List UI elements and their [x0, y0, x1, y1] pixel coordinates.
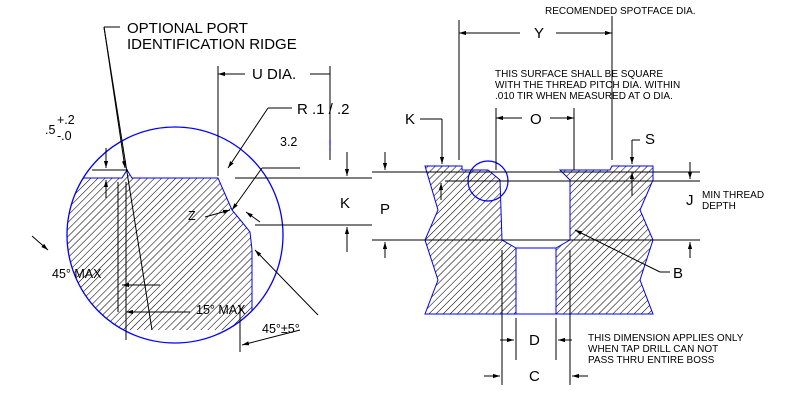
spotface-label: RECOMENDED SPOTFACE DIA.: [545, 6, 696, 17]
o-label: O: [530, 111, 542, 128]
square-note-1: THIS SURFACE SHALL BE SQUARE: [495, 69, 663, 80]
tap-drill-hole: [515, 247, 557, 315]
angle-45-max-label: 45° MAX: [52, 267, 102, 281]
u-dia-label: U DIA.: [252, 66, 296, 83]
p-label: P: [380, 201, 390, 218]
c-label: C: [529, 368, 540, 385]
d-label: D: [529, 332, 540, 349]
j-label: J: [686, 192, 694, 209]
square-note-3: .010 TIR WHEN MEASURED AT O DIA.: [495, 91, 673, 102]
min-thread-note-1: MIN THREAD: [702, 190, 764, 201]
s-label: S: [645, 131, 655, 148]
port-ridge-label-1: OPTIONAL PORT: [127, 20, 248, 37]
detail-body-section: [67, 170, 252, 330]
k-right-label: K: [405, 111, 415, 128]
applies-note-3: PASS THRU ENTIRE BOSS: [588, 355, 715, 366]
angle-45-pm5-label: 45°±5°: [262, 322, 300, 336]
detail-circle: [66, 126, 284, 344]
square-note-2: WITH THE THREAD PITCH DIA. WITHIN: [495, 80, 680, 91]
applies-note-1: THIS DIMENSION APPLIES ONLY: [588, 333, 744, 344]
detail-body-outline: [67, 169, 253, 330]
z-label: Z: [188, 209, 196, 223]
k-left-label: K: [340, 195, 350, 212]
min-thread-note-2: DEPTH: [702, 201, 736, 212]
tol-plus-label: +.2: [57, 113, 75, 127]
y-label: Y: [534, 25, 544, 42]
detail-view: OPTIONAL PORT IDENTIFICATION RIDGE U DIA…: [31, 20, 372, 352]
port-ridge-label-2: IDENTIFICATION RIDGE: [127, 36, 297, 53]
radius-label: R .1 / .2: [297, 101, 350, 118]
b-label: B: [673, 265, 683, 282]
applies-note-2: WHEN TAP DRILL CAN NOT: [588, 344, 718, 355]
section-view: RECOMENDED SPOTFACE DIA. Y THIS SURFACE …: [372, 6, 764, 385]
angle-15-max-label: 15° MAX: [196, 303, 246, 317]
tol-base-label: .5: [45, 123, 55, 137]
dim-3-2-label: 3.2: [280, 135, 297, 149]
tol-minus-label: -.0: [57, 129, 72, 143]
